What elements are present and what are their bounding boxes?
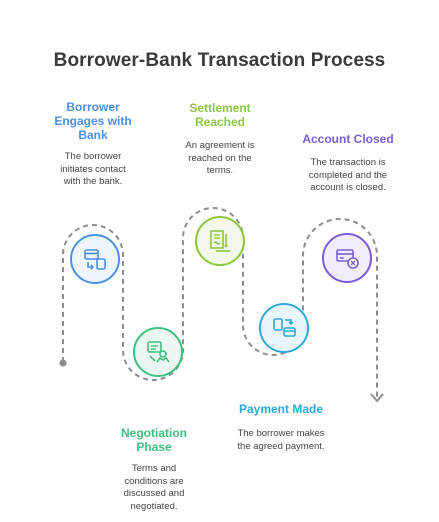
step-3-description: An agreement is reached on the terms. [185,140,255,176]
end-arrow [370,393,384,403]
card-transfer-icon [84,249,106,270]
step-2-description: Terms and conditions are discussed and n… [123,463,185,512]
step-3-title: Settlement Reached [189,101,251,129]
step-4-node [259,303,309,353]
contract-signing-icon [210,230,230,252]
step-5-node [322,233,372,283]
step-1-title: Borrower Engages with Bank [54,100,132,142]
dashed-connector [62,207,378,398]
step-1-description: The borrower initiates contact with the … [60,151,126,187]
card-closed-icon [336,249,359,269]
payment-exchange-icon [273,318,296,337]
diagram-title: Borrower-Bank Transaction Process [53,50,386,71]
step-5-title: Account Closed [302,132,394,146]
step-2-node [133,327,183,377]
document-handshake-icon [147,341,170,363]
step-4-description: The borrower makes the agreed payment. [237,428,325,452]
step-1-node [70,234,120,284]
step-3-node [195,216,245,266]
step-2-title: Negotiation Phase [121,426,187,454]
step-5-description: The transaction is completed and the acc… [308,157,388,193]
step-4-title: Payment Made [238,402,324,416]
start-dot [59,359,67,367]
